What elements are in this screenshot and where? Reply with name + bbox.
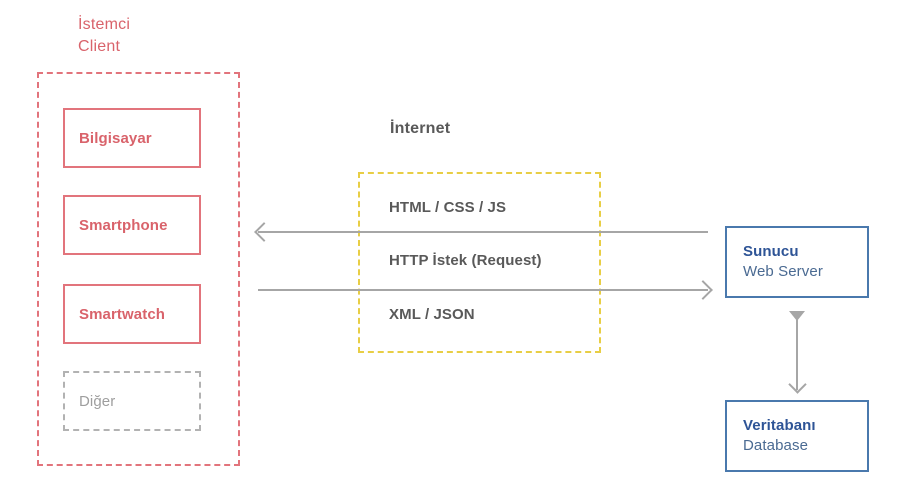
arrow-left-icon	[254, 222, 274, 242]
arrow-right-icon	[693, 280, 713, 300]
client-device-smartwatch[interactable]: Smartwatch	[63, 284, 201, 344]
client-device-label: Smartwatch	[79, 305, 166, 323]
response-flow-line	[258, 231, 708, 233]
client-title: İstemci Client	[78, 14, 238, 58]
client-title-en: Client	[78, 38, 121, 55]
client-device-smartphone[interactable]: Smartphone	[63, 195, 201, 255]
database-subtitle: Database	[743, 437, 809, 454]
server-subtitle: Web Server	[743, 263, 823, 280]
server-db-connector-line	[796, 312, 798, 390]
client-device-label: Bilgisayar	[79, 129, 152, 147]
arrow-down-icon	[788, 375, 807, 394]
server-node[interactable]: Sunucu Web Server	[725, 226, 869, 298]
database-node[interactable]: Veritabanı Database	[725, 400, 869, 472]
server-title: Sunucu	[743, 243, 799, 260]
client-group-container	[37, 72, 240, 466]
client-title-tr: İstemci	[78, 16, 131, 33]
protocol-label-html-css-js: HTML / CSS / JS	[389, 199, 507, 216]
client-device-label: Smartphone	[79, 216, 168, 234]
internet-zone-container	[358, 172, 601, 353]
internet-title: İnternet	[390, 120, 451, 137]
request-flow-line	[258, 289, 708, 291]
protocol-label-http-request: HTTP İstek (Request)	[389, 252, 542, 269]
client-device-other[interactable]: Diğer	[63, 371, 201, 431]
protocol-label-xml-json: XML / JSON	[389, 306, 475, 323]
client-device-bilgisayar[interactable]: Bilgisayar	[63, 108, 201, 168]
client-device-label: Diğer	[79, 392, 116, 410]
database-title: Veritabanı	[743, 417, 816, 434]
